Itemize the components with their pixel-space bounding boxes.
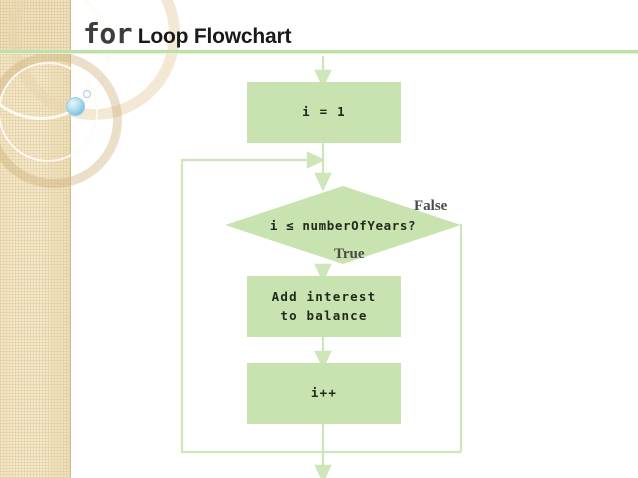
bubble-small-icon — [83, 90, 91, 98]
flow-node-increment-label: i++ — [310, 385, 338, 401]
bubble-icon — [66, 97, 85, 116]
header-divider — [0, 50, 638, 53]
edge-false-to-exit — [314, 450, 461, 478]
header-divider-soft — [0, 53, 638, 54]
edge-label-true: True — [334, 246, 365, 262]
edge-label-false: False — [414, 198, 448, 214]
diamond-shape-icon — [225, 186, 461, 264]
flow-node-condition-label: i ≤ numberOfYears? — [269, 217, 417, 233]
flow-node-body[interactable]: Add interest to balance — [247, 276, 401, 337]
edge-incr-loopback-to-cond — [180, 151, 326, 454]
sidebar-top-band — [0, 0, 70, 51]
flowchart-diagram: i = 1 i ≤ numberOfYears? Add interest to… — [0, 54, 638, 478]
page-title-keyword: for — [83, 17, 133, 50]
flow-node-init[interactable]: i = 1 — [247, 82, 401, 143]
page-title-text: Loop Flowchart — [132, 25, 292, 48]
flow-node-increment[interactable]: i++ — [247, 363, 401, 424]
flow-node-init-label: i = 1 — [302, 104, 346, 120]
flow-node-body-label: Add interest to balance — [271, 289, 377, 323]
page-title: for Loop Flowchart — [83, 17, 291, 50]
flow-node-condition[interactable]: i ≤ numberOfYears? — [224, 185, 462, 265]
